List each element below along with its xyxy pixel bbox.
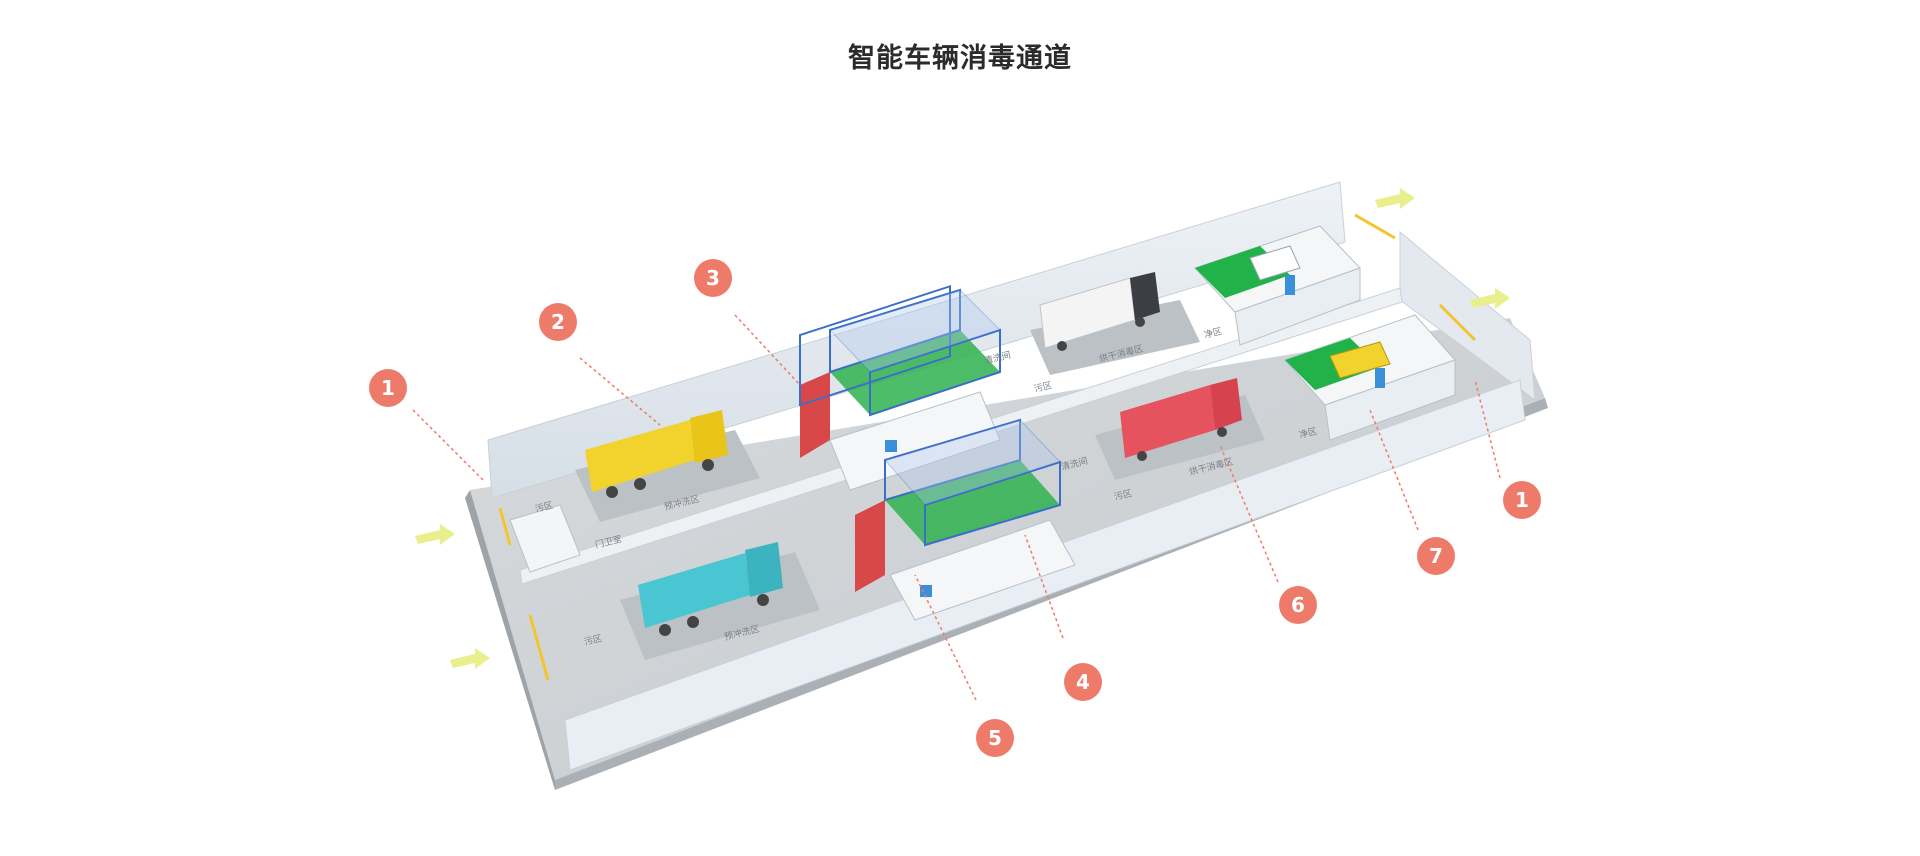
- barrier-gate-icon: [1354, 213, 1396, 240]
- slab-edge: [465, 490, 555, 790]
- barrier-gate-icon: [1438, 303, 1477, 342]
- exit-arrow-icon: [1470, 288, 1510, 309]
- barrier-gate-icon: [528, 614, 550, 681]
- zone-label: 净区: [1203, 325, 1223, 341]
- leader-lines: [412, 314, 1501, 701]
- top-equipment-room: [829, 391, 1001, 491]
- dump-truck-icon: [638, 542, 783, 636]
- entry-arrow-icon: [450, 648, 490, 669]
- dump-truck-icon: [585, 410, 728, 498]
- pickup-icon: [1329, 341, 1391, 379]
- bot-equipment-room: [889, 519, 1076, 621]
- exit-arrow-icon: [1375, 188, 1415, 209]
- zone-label: 污区: [1033, 379, 1053, 395]
- entry-arrow-icon: [415, 524, 455, 545]
- barrier-gate-icon: [498, 507, 512, 546]
- box-truck-icon: [1120, 378, 1242, 461]
- box-truck-icon: [1039, 272, 1160, 351]
- top-wash-booth: [799, 285, 1001, 458]
- gatehouse: [509, 504, 581, 573]
- zone-label: 清洗间: [983, 349, 1012, 367]
- bot-wash-booth: [855, 418, 1061, 592]
- van-icon: [1249, 245, 1301, 281]
- top-dry-pad: [1030, 300, 1200, 375]
